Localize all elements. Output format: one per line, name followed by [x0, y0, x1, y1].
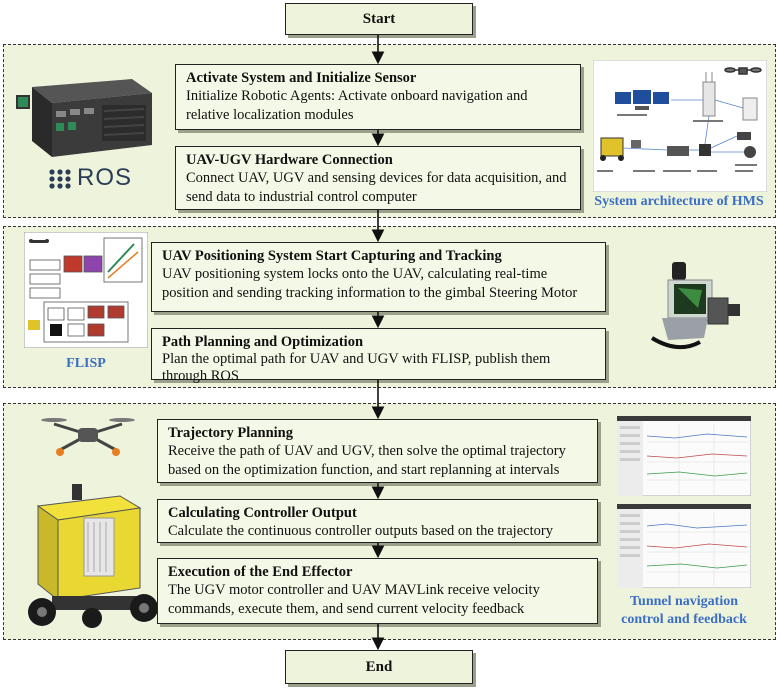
flow-arrows: [0, 0, 781, 688]
